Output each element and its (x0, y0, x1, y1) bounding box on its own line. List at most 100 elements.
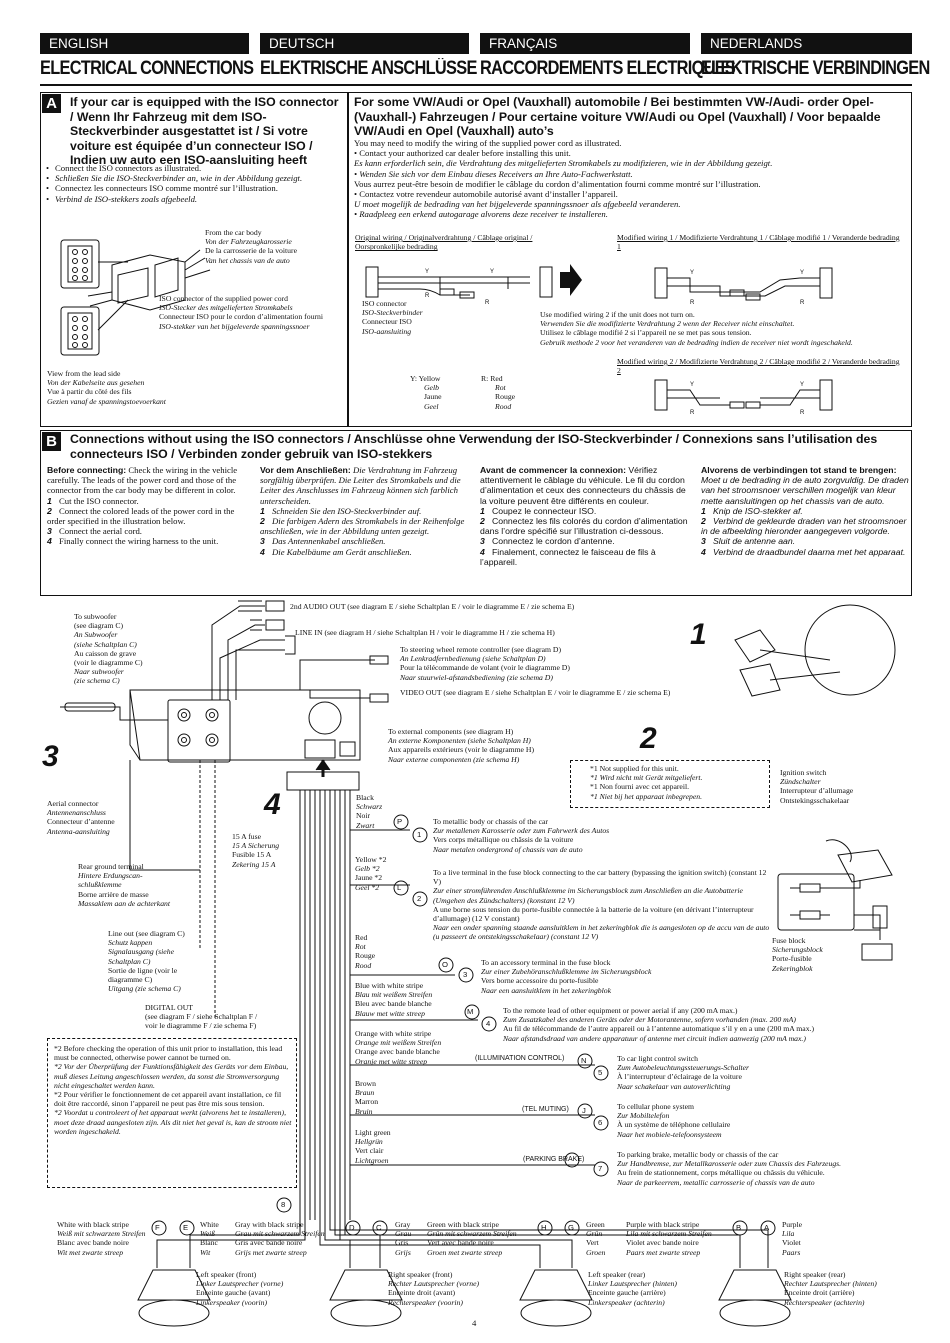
instructions-fr: Avant de commencer la connexion: Vérifie… (480, 465, 688, 567)
iso-supplied-label: ISO connector of the supplied power cord… (159, 294, 323, 331)
wire-desc-3: To an accessory terminal in the fuse blo… (481, 958, 652, 995)
line-in-label: LINE IN (see diagram H / siehe Schaltpla… (295, 628, 555, 637)
legend-yellow: Y: Yellow Gelb Jaune Geel (410, 374, 442, 411)
wire-letter-l: L (397, 883, 402, 892)
step-mark-1: 1 (690, 618, 707, 651)
video-out-label: VIDEO OUT (see diagram E / siehe Schaltp… (400, 688, 671, 697)
lang-tab-nederlands: NEDERLANDS (701, 33, 912, 54)
modified-wiring-1-label: Modified wiring 1 / Modifizierte Verdrah… (617, 233, 900, 252)
digital-out-label: DIGITAL OUT(see diagram F / siehe Schalt… (145, 1003, 258, 1031)
section-b-box (40, 430, 912, 596)
step-mark-3: 3 (42, 740, 59, 773)
instructions-de: Vor dem Anschließen: Die Verdrahtung im … (260, 465, 465, 557)
section-a-left-title: If your car is equipped with the ISO con… (70, 95, 339, 167)
speaker-letter-e: E (183, 1223, 189, 1232)
page-title-fr: RACCORDEMENTS ELECTRIQUES (480, 58, 736, 79)
wire-number-3: 3 (463, 970, 468, 979)
wire-letter-o: O (442, 960, 448, 969)
list-item: Verbind de ISO-stekkers zoals afgebeeld. (46, 194, 342, 204)
line-out-label: Line out (see diagram C)Schutz kappen Si… (108, 929, 185, 994)
tel-muting-tag: (TEL MUTING) (522, 1106, 569, 1113)
steering-label: To steering wheel remote controller (see… (400, 645, 570, 682)
modified-wiring-2-label: Modified wiring 2 / Modifizierte Verdrah… (617, 357, 900, 376)
section-b-letter: B (42, 432, 61, 451)
lang-tab-english: ENGLISH (40, 33, 249, 54)
list-item: Schließen Sie die ISO-Steckverbinder an,… (46, 173, 342, 183)
speaker-right-front-label: Right speaker (front)Rechter Lautspreche… (388, 1270, 480, 1307)
list-item: Connect the ISO connectors as illustrate… (46, 163, 342, 173)
speaker-left-rear-label: Left speaker (rear)Linker Lautsprecher (… (588, 1270, 677, 1307)
lang-tab-francais: FRANÇAIS (480, 33, 690, 54)
not-supplied-box (570, 760, 770, 808)
page-number: 4 (472, 1318, 477, 1328)
wire-number-2: 2 (417, 894, 422, 903)
wire-number-5: 5 (598, 1068, 603, 1077)
section-a-letter: A (42, 94, 61, 113)
instructions-nl: Alvorens de verbindingen tot stand te br… (701, 465, 909, 557)
wire-desc-4: To the remote lead of other equipment or… (503, 1006, 815, 1043)
wire-letter-m: M (467, 1007, 474, 1016)
external-components-label: To external components (see diagram H)An… (388, 727, 535, 764)
not-supplied-note: *1 Not supplied for this unit.*1 Wird ni… (590, 764, 703, 801)
legend-red: R: Red Rot Rouge Rood (481, 374, 516, 411)
speaker-left-front-label: Left speaker (front)Linker Lautsprecher … (196, 1270, 284, 1307)
wire-number-1: 1 (417, 830, 422, 839)
speaker-letter-d: D (349, 1223, 355, 1232)
speaker-letter-b: B (736, 1223, 742, 1232)
speaker-right-rear-label: Right speaker (rear)Rechter Lautsprecher… (784, 1270, 877, 1307)
wire-letter-j: J (582, 1106, 586, 1115)
speaker-letter-c: C (376, 1223, 382, 1232)
page-title-nl: ELEKTRISCHE VERBINDINGEN (701, 58, 930, 79)
subwoofer-label: To subwoofer(see diagram C) An Subwoofer… (74, 612, 143, 686)
illumination-tag: (ILLUMINATION CONTROL) (475, 1055, 565, 1062)
speaker-letter-a: A (764, 1223, 770, 1232)
step-mark-2: 2 (640, 722, 657, 755)
original-wiring-label: Original wiring / Originalverdrahtung / … (355, 233, 533, 252)
instructions-en: Before connecting: Check the wiring in t… (47, 465, 238, 547)
audio2-label: 2nd AUDIO OUT (see diagram E / siehe Sch… (290, 602, 575, 611)
section-a-bullets: Connect the ISO connectors as illustrate… (46, 163, 342, 204)
wire-letter-n: N (581, 1056, 587, 1065)
section-a-divider (347, 92, 349, 427)
footnote-box (47, 1038, 297, 1188)
harness-number-8: 8 (281, 1200, 286, 1209)
wire-number-7: 7 (598, 1164, 603, 1173)
section-a-right-title: For some VW/Audi or Opel (Vauxhall) auto… (354, 95, 881, 138)
page-title-de: ELEKTRISCHE ANSCHLÜSSE (260, 58, 477, 79)
parking-brake-tag: (PARKING BRAKE) (523, 1156, 585, 1163)
speaker-letter-f: F (155, 1223, 160, 1232)
speaker-letter-g: G (568, 1223, 574, 1232)
step-mark-4: 4 (264, 788, 281, 821)
wire-number-4: 4 (486, 1019, 491, 1028)
page-title-en: ELECTRICAL CONNECTIONS (40, 58, 254, 79)
use-modified-note: Use modified wiring 2 if the unit does n… (540, 310, 853, 347)
wire-letter-p: P (397, 817, 403, 826)
wire-desc-7: To parking brake, metallic body or chass… (617, 1150, 842, 1187)
wire-number-6: 6 (598, 1118, 603, 1127)
